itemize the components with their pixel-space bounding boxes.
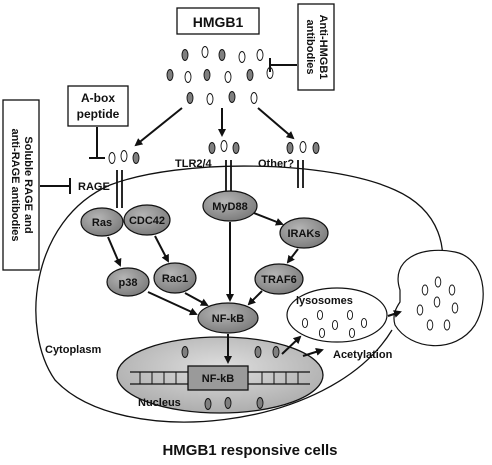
receptor-transmembrane-bars [116, 160, 304, 208]
anti-hmgb1-line2: antibodies [304, 19, 316, 74]
nfkb-node [197, 302, 259, 334]
signaling-nodes [80, 190, 329, 334]
soluble-rage-inhibition [40, 178, 71, 194]
nucleus-to-lysosome-arrow [281, 335, 302, 355]
soluble-rage-box [2, 99, 40, 271]
other-bound-particles [286, 141, 320, 154]
nfkb-nuclear-label: NF-kB [202, 373, 234, 385]
iraks-to-traf6-arrow [286, 248, 299, 264]
acetylation-label: Acetylation [333, 349, 393, 361]
acetylation-arrow [302, 347, 324, 357]
iraks-label: IRAKs [287, 228, 320, 240]
rac1-to-nfkb-arrow [184, 292, 209, 306]
cdc42-to-rac1-arrow [154, 235, 169, 263]
p38-label: p38 [119, 277, 138, 289]
lysosomes-oval [286, 287, 388, 343]
anti-hmgb1-inhibition [269, 58, 297, 72]
soluble-rage-line1: Soluble RAGE and [22, 136, 34, 233]
ras-label: Ras [92, 217, 112, 229]
p38-node [106, 267, 150, 297]
nuclear-hmgb1-particles [181, 346, 280, 410]
p38-to-nfkb-arrow [147, 291, 198, 316]
abox-inhibition [89, 127, 105, 159]
traf6-node [254, 263, 304, 295]
traf6-to-nfkb-arrow [247, 290, 263, 306]
myd88-node [202, 190, 258, 222]
rac1-node [153, 262, 197, 294]
iraks-node [279, 217, 329, 249]
cdc42-node [123, 204, 171, 236]
nfkb-label: NF-kB [212, 313, 244, 325]
nfkb-nuclear-box [187, 365, 249, 391]
tlr-bound-particles [208, 140, 240, 154]
nucleus-label: Nucleus [138, 397, 181, 409]
ras-node [80, 207, 124, 237]
abox-line1: A-box [81, 91, 115, 105]
ras-to-p38-arrow [107, 236, 122, 267]
myd88-label: MyD88 [212, 201, 247, 213]
hmgb1-box [176, 7, 260, 35]
rage-bound-particles [108, 150, 140, 164]
anti-hmgb1-line1: Anti-HMGB1 [317, 15, 329, 80]
hmgb1-to-other-arrow [257, 107, 295, 140]
rage-label: RAGE [78, 181, 110, 193]
tlr-label: TLR2/4 [175, 158, 213, 170]
caption: HMGB1 responsive cells [162, 442, 337, 459]
signaling-arrows [107, 212, 299, 364]
lysosome-to-vesicle-arrow [387, 310, 402, 318]
anti-hmgb1-box [297, 3, 335, 91]
extracellular-hmgb1-particles [166, 46, 274, 105]
hmgb1-to-rage-arrow [134, 107, 183, 147]
cytoplasm-label: Cytoplasm [45, 344, 101, 356]
hmgb1-label: HMGB1 [193, 14, 244, 30]
myd88-to-iraks-arrow [253, 212, 284, 226]
cdc42-label: CDC42 [129, 215, 165, 227]
abox-line2: peptide [77, 107, 120, 121]
other-label: Other? [258, 158, 294, 170]
cell-membrane [35, 165, 444, 423]
abox-peptide-box [67, 85, 129, 127]
soluble-rage-line2: anti-RAGE antibodies [9, 128, 21, 241]
vesicle-hmgb1-particles [416, 276, 459, 331]
lysosome-particles [301, 309, 368, 339]
rac1-label: Rac1 [162, 273, 188, 285]
traf6-label: TRAF6 [261, 274, 296, 286]
lysosomes-label: lysosomes [296, 295, 353, 307]
